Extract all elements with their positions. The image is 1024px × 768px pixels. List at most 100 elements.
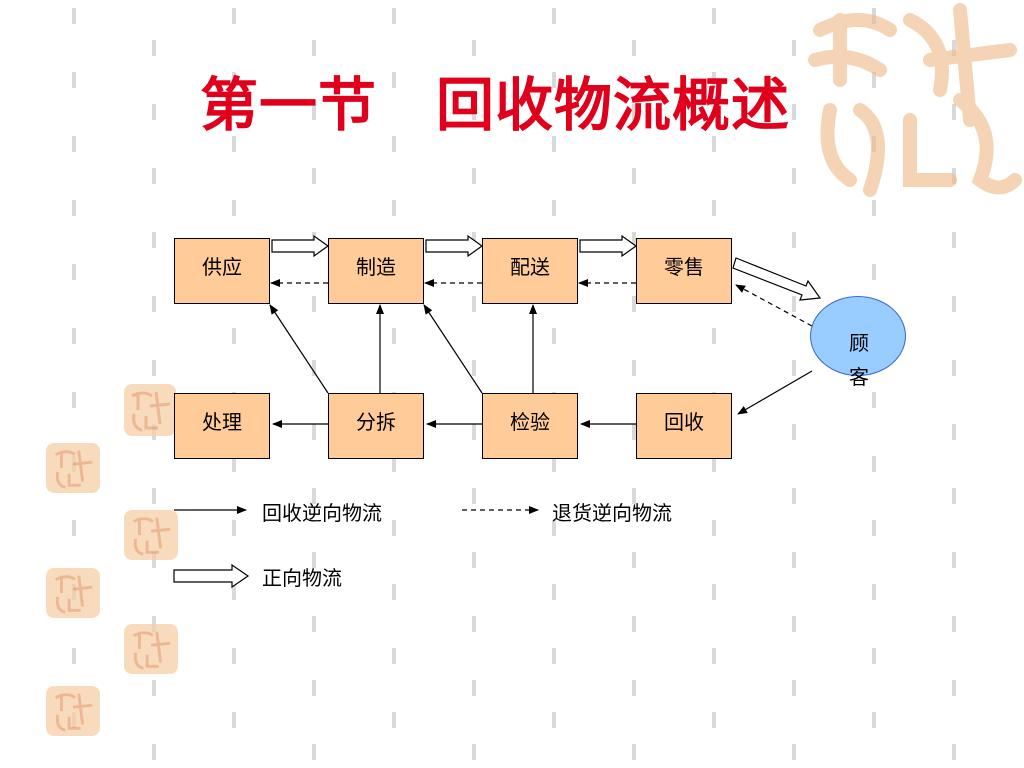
background-dash	[792, 360, 796, 376]
background-dash	[312, 40, 316, 56]
background-dash	[232, 72, 236, 88]
background-dash	[552, 648, 556, 664]
background-dash	[72, 72, 76, 88]
seal-decoration	[124, 384, 176, 436]
page-title: 第一节 回收物流概述	[200, 71, 791, 139]
background-dash	[952, 744, 956, 760]
background-dash	[952, 296, 956, 312]
background-dash	[472, 552, 476, 568]
background-dash	[712, 136, 716, 152]
background-dash	[792, 680, 796, 696]
background-dash	[632, 488, 636, 504]
calligraphy-decoration-large	[800, 0, 1024, 210]
background-dash	[312, 552, 316, 568]
background-dash	[152, 552, 156, 568]
background-dash	[232, 520, 236, 536]
seal-decoration	[46, 686, 100, 736]
background-dash	[712, 72, 716, 88]
background-dash	[232, 136, 236, 152]
background-dash	[712, 520, 716, 536]
background-dash	[792, 232, 796, 248]
background-dash	[232, 648, 236, 664]
background-dash	[152, 744, 156, 760]
background-dash	[872, 648, 876, 664]
background-dash	[472, 680, 476, 696]
legend-reverse-recycling: 回收逆向物流	[262, 501, 382, 525]
background-dash	[792, 552, 796, 568]
background-dash	[72, 392, 76, 408]
background-dash	[552, 72, 556, 88]
background-dash	[952, 104, 956, 120]
background-dash	[712, 456, 716, 472]
background-dash	[312, 488, 316, 504]
node-supply: 供应	[174, 238, 270, 304]
reverse-flow-arrows	[269, 304, 813, 428]
node-customer	[810, 296, 906, 376]
background-dash	[792, 744, 796, 760]
seal-decoration	[46, 568, 100, 618]
legend-forward: 正向物流	[262, 566, 342, 590]
background-dash	[472, 360, 476, 376]
background-dash	[472, 488, 476, 504]
background-dash	[952, 360, 956, 376]
seal-decoration	[124, 510, 178, 560]
background-dash	[632, 104, 636, 120]
background-dash	[792, 616, 796, 632]
background-dash	[472, 168, 476, 184]
background-dash	[392, 136, 396, 152]
background-dash	[72, 136, 76, 152]
background-dash	[872, 456, 876, 472]
background-dash	[72, 648, 76, 664]
background-dash	[152, 488, 156, 504]
background-dash	[872, 392, 876, 408]
background-dash	[632, 552, 636, 568]
background-dash	[952, 680, 956, 696]
background-dash	[632, 40, 636, 56]
background-dash	[472, 616, 476, 632]
background-dash	[392, 584, 396, 600]
background-dash	[952, 40, 956, 56]
background-dash	[152, 168, 156, 184]
background-dash	[472, 424, 476, 440]
background-dash	[792, 488, 796, 504]
background-dash	[232, 328, 236, 344]
background-dash	[392, 648, 396, 664]
background-dash	[632, 680, 636, 696]
background-dash	[152, 296, 156, 312]
background-dash	[312, 360, 316, 376]
customer-label-line2: 客	[849, 365, 869, 389]
return-flow-arrows	[270, 279, 813, 327]
background-dash	[392, 520, 396, 536]
background-dash	[872, 72, 876, 88]
node-disassembly: 分拆	[328, 393, 424, 459]
node-manufacture: 制造	[328, 238, 424, 304]
background-dash	[632, 424, 636, 440]
background-dash	[72, 200, 76, 216]
background-dash	[872, 200, 876, 216]
background-dash	[312, 616, 316, 632]
background-dash	[952, 616, 956, 632]
node-disposal: 处理	[174, 393, 270, 459]
background-dash	[632, 168, 636, 184]
background-dash	[552, 712, 556, 728]
background-dash	[72, 264, 76, 280]
background-dash	[632, 360, 636, 376]
background-dash	[712, 8, 716, 24]
background-dash	[632, 232, 636, 248]
background-dash	[392, 72, 396, 88]
background-dash	[552, 328, 556, 344]
node-distribution: 配送	[482, 238, 578, 304]
background-dash	[392, 456, 396, 472]
background-dash	[552, 584, 556, 600]
seal-decoration	[124, 624, 178, 674]
background-dash	[792, 296, 796, 312]
background-dash	[472, 104, 476, 120]
background-dash	[152, 232, 156, 248]
customer-label: 顾 客	[847, 326, 871, 394]
background-dash	[312, 680, 316, 696]
background-dash	[72, 8, 76, 24]
background-dash	[952, 488, 956, 504]
background-dash	[792, 424, 796, 440]
background-dash	[232, 200, 236, 216]
background-dash	[392, 8, 396, 24]
